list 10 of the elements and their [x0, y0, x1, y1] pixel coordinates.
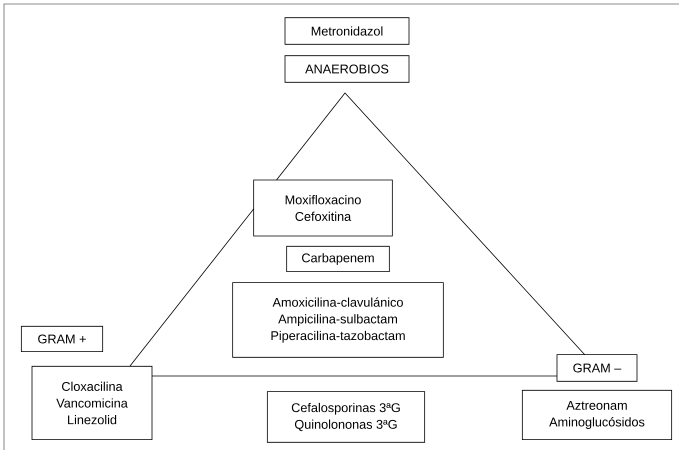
drug-box: Amoxicilina-clavulánico Ampicilina-sulbactam Piperacilina-tazobactam	[232, 282, 444, 358]
drug-box: Carbapenem	[286, 246, 390, 272]
drug-box: Cefalosporinas 3ªG Quinolononas 3ªG	[266, 391, 426, 443]
drug-box: Cloxacilina Vancomicina Linezolid	[32, 366, 152, 440]
drug-box: Aztreonam Aminoglucósidos	[522, 390, 672, 440]
drug-box: Moxifloxacino Cefoxitina	[253, 180, 393, 236]
drug-box: Metronidazol	[284, 17, 410, 45]
drug-box: GRAM +	[20, 326, 104, 352]
drug-box: ANAEROBIOS	[284, 55, 410, 83]
drug-box: GRAM –	[556, 354, 638, 382]
